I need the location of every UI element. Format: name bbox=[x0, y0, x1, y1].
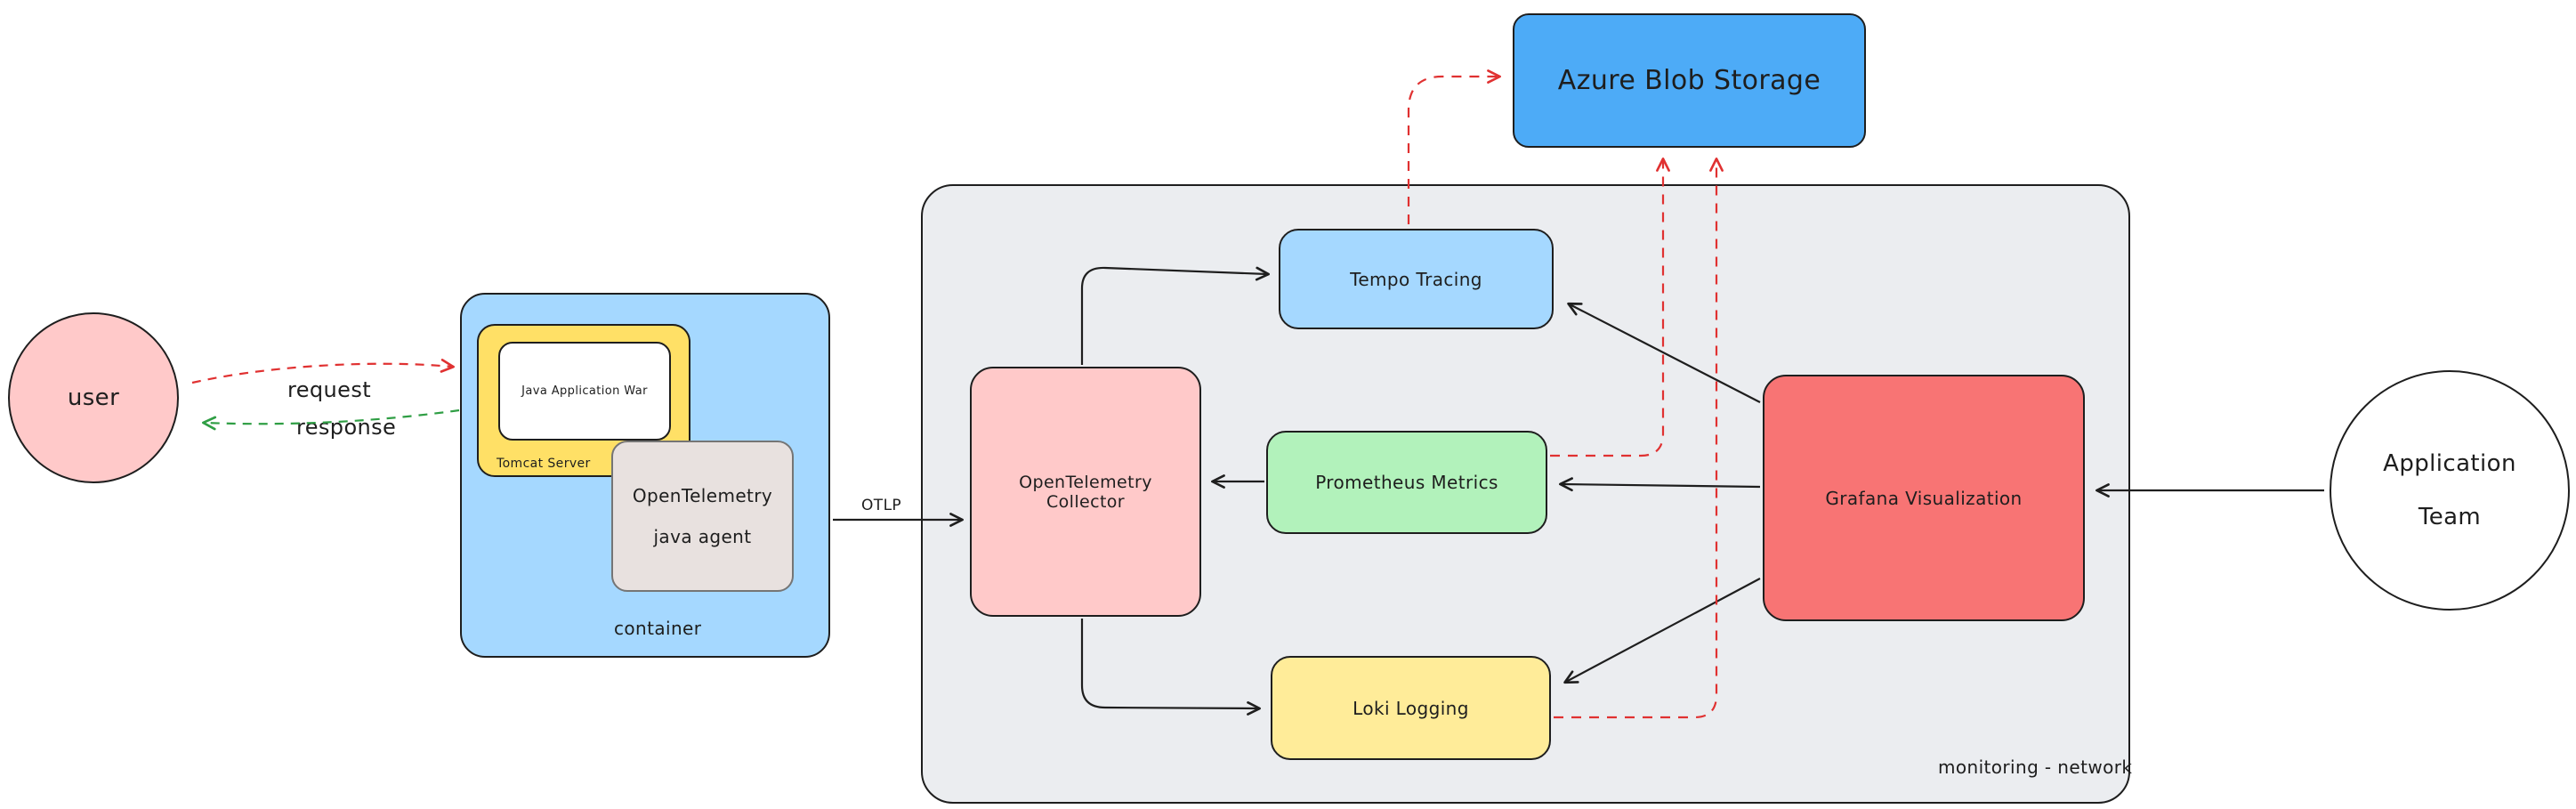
node-java-application-war[interactable]: Java Application War bbox=[498, 342, 671, 441]
label-azure-blob-storage: Azure Blob Storage bbox=[1557, 65, 1821, 96]
label-edge-otlp: OTLP bbox=[861, 497, 902, 514]
node-prometheus-metrics[interactable]: Prometheus Metrics bbox=[1266, 431, 1547, 534]
otel-agent-label-stack: OpenTelemetry java agent bbox=[633, 485, 772, 547]
application-team-label-stack: Application Team bbox=[2383, 450, 2516, 530]
node-azure-blob-storage[interactable]: Azure Blob Storage bbox=[1513, 13, 1866, 148]
label-java-application-war: Java Application War bbox=[521, 384, 648, 398]
label-tomcat-server: Tomcat Server bbox=[497, 457, 591, 471]
label-otel-agent-line1: OpenTelemetry bbox=[632, 485, 773, 506]
label-otel-collector: OpenTelemetry Collector bbox=[1019, 472, 1152, 512]
node-otel-collector[interactable]: OpenTelemetry Collector bbox=[970, 367, 1201, 617]
node-user[interactable]: user bbox=[8, 312, 179, 483]
label-otel-agent-line2: java agent bbox=[653, 526, 752, 547]
label-grafana-visualization: Grafana Visualization bbox=[1825, 487, 2023, 509]
label-edge-response: response bbox=[296, 415, 397, 440]
label-tempo-tracing: Tempo Tracing bbox=[1350, 268, 1482, 290]
node-loki-logging[interactable]: Loki Logging bbox=[1271, 656, 1551, 760]
label-application-team-line1: Application bbox=[2383, 450, 2516, 477]
label-user: user bbox=[67, 384, 120, 411]
label-loki-logging: Loki Logging bbox=[1353, 697, 1469, 719]
label-container: container bbox=[614, 618, 702, 639]
node-application-team[interactable]: Application Team bbox=[2330, 370, 2570, 611]
node-otel-java-agent[interactable]: OpenTelemetry java agent bbox=[611, 441, 794, 592]
node-tempo-tracing[interactable]: Tempo Tracing bbox=[1279, 229, 1554, 329]
label-monitoring-network: monitoring - network bbox=[1938, 756, 2133, 778]
label-prometheus-metrics: Prometheus Metrics bbox=[1315, 472, 1498, 493]
label-application-team-line2: Team bbox=[2418, 504, 2482, 530]
label-edge-request: request bbox=[287, 377, 372, 402]
node-grafana-visualization[interactable]: Grafana Visualization bbox=[1763, 375, 2085, 621]
